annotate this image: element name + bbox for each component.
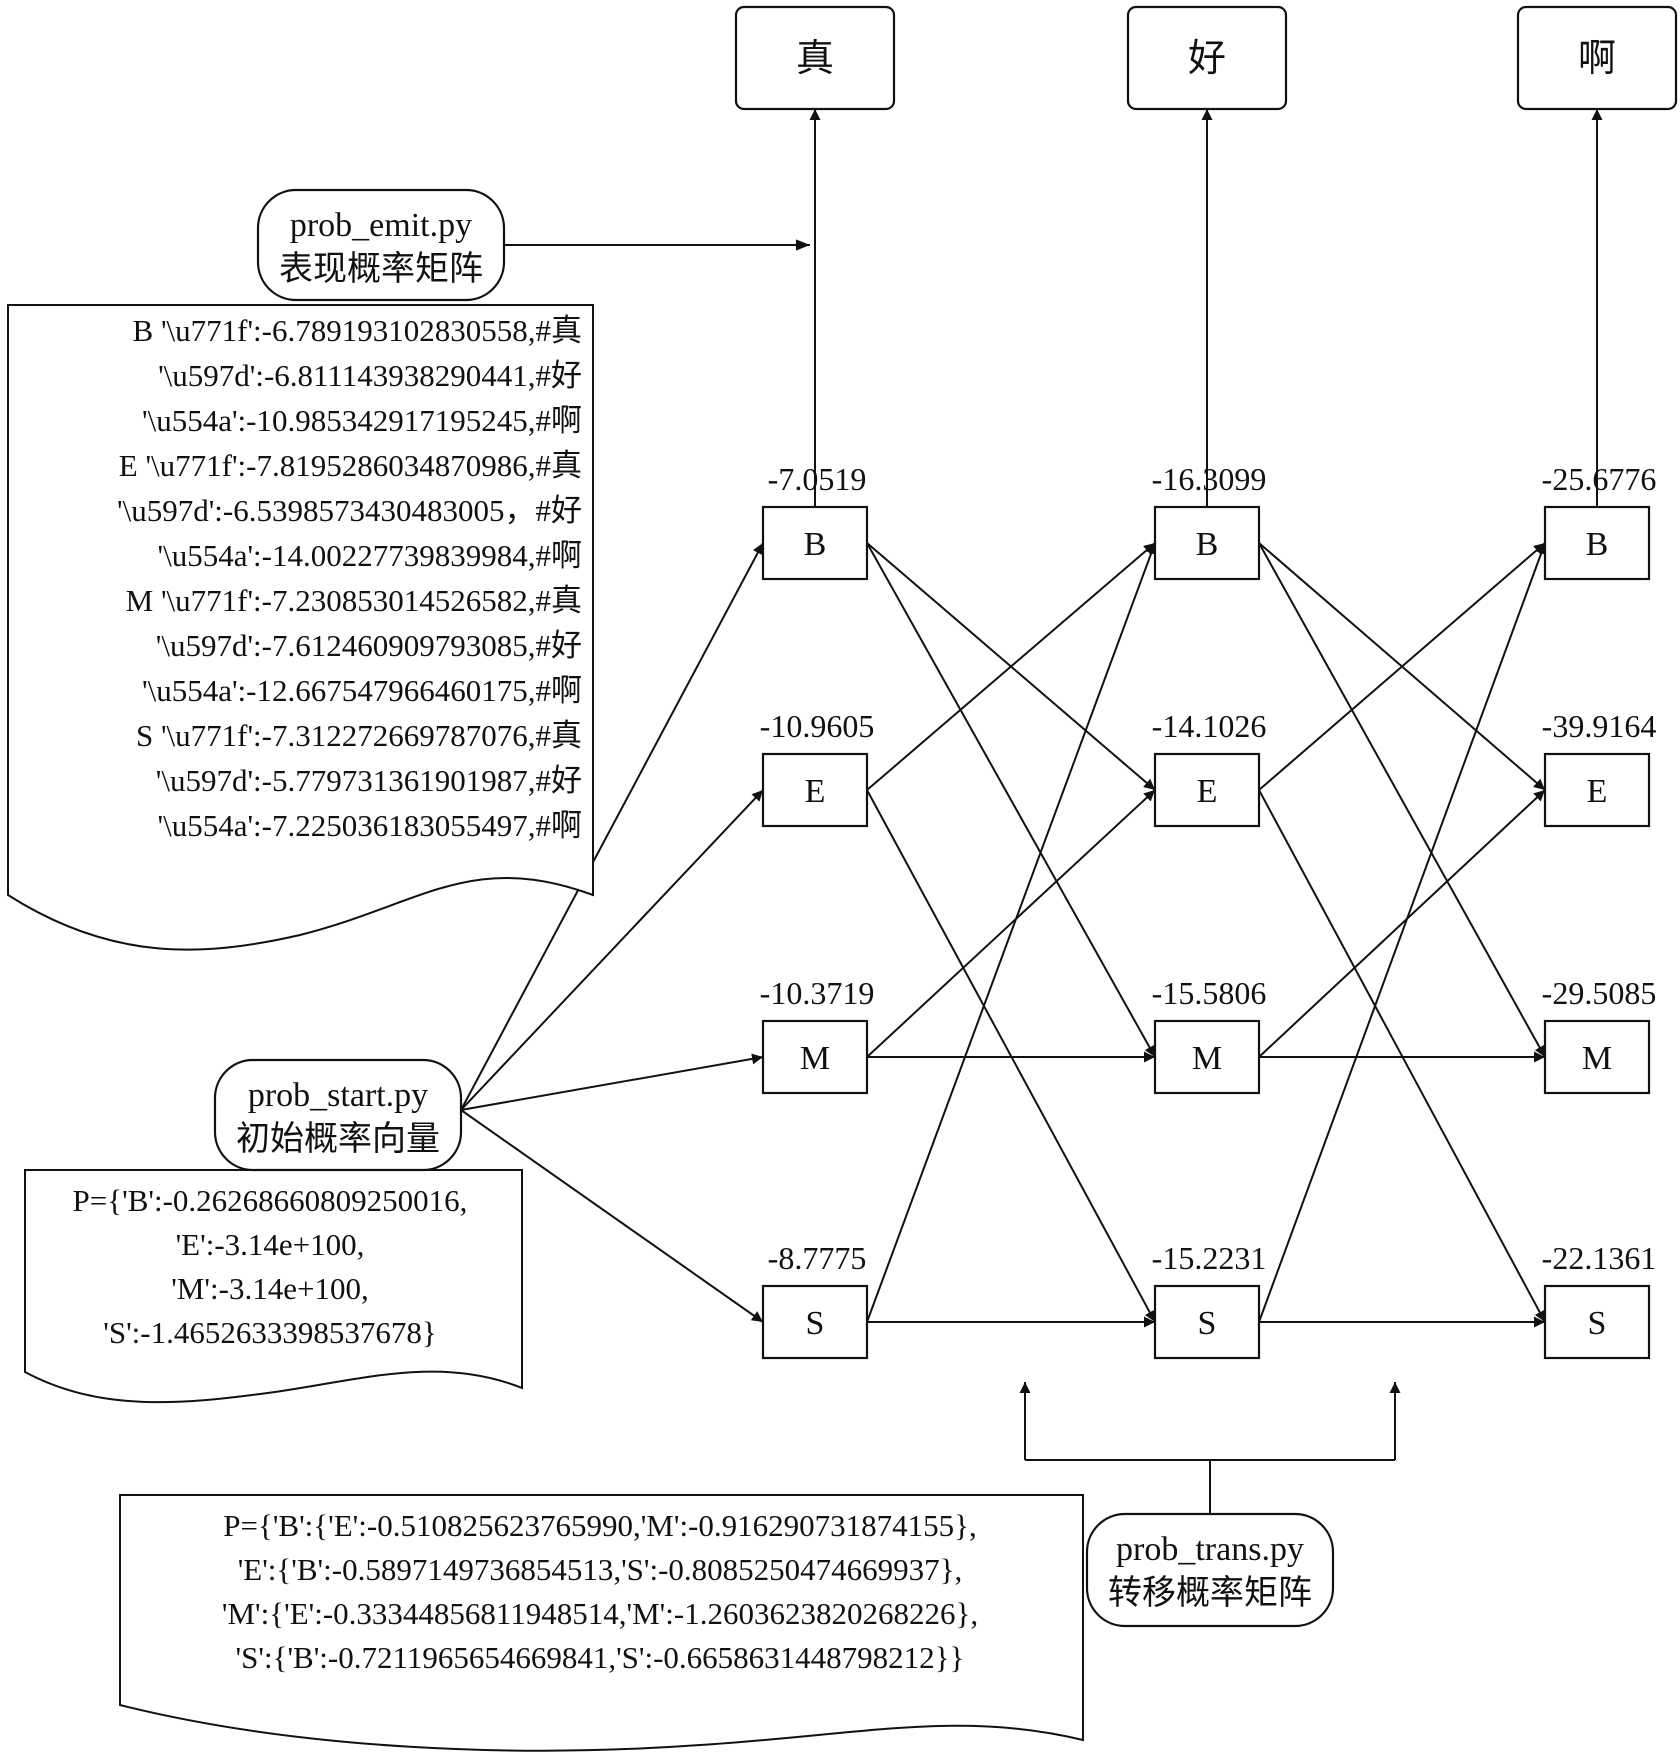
- score-M-2: -29.5085: [1542, 975, 1657, 1011]
- score-S-0: -8.7775: [768, 1240, 867, 1276]
- start-line: P={'B':-0.26268660809250016,: [73, 1183, 468, 1218]
- trans-lines: P={'B':{'E':-0.510825623765990,'M':-0.91…: [222, 1508, 978, 1675]
- score-B-0: -7.0519: [768, 461, 867, 497]
- trans-line: 'S':{'B':-0.7211965654669841,'S':-0.6658…: [236, 1640, 965, 1675]
- trans-document-shape: [119, 1494, 1084, 1752]
- trans-connector: [1025, 1459, 1395, 1514]
- emit-file-name: prob_emit.py: [290, 207, 472, 244]
- start-file-callout: [213, 1058, 463, 1172]
- state-box-S-2: [1543, 1284, 1651, 1360]
- emit-line: '\u554a':-10.985342917195245,#啊: [142, 403, 582, 438]
- emit-file-label: 表现概率矩阵: [279, 250, 483, 288]
- trans-group: P={'B':{'E':-0.510825623765990,'M':-0.91…: [119, 1382, 1401, 1752]
- trans-edge-S-B-1: [1258, 542, 1547, 1323]
- trans-line: P={'B':{'E':-0.510825623765990,'M':-0.91…: [223, 1508, 977, 1543]
- score-M-0: -10.3719: [760, 975, 875, 1011]
- score-S-1: -15.2231: [1152, 1240, 1267, 1276]
- state-box-M-0: [761, 1019, 869, 1095]
- emit-group: B '\u771f':-6.789193102830558,#真 '\u597d'…: [7, 188, 810, 951]
- state-label-M-2: M: [1582, 1040, 1612, 1077]
- score-B-1: -16.3099: [1152, 461, 1267, 497]
- state-box-S-0: [761, 1284, 869, 1360]
- state-box-S-1: [1153, 1284, 1261, 1360]
- start-file-name: prob_start.py: [248, 1077, 428, 1114]
- trans-edge-E-B-0: [866, 542, 1156, 791]
- emit-line: '\u597d':-6.5398573430483005，#好: [117, 493, 582, 528]
- start-lines: P={'B':-0.26268660809250016, 'E':-3.14e+1…: [73, 1183, 468, 1350]
- state-box-B-0: [761, 505, 869, 581]
- start-line: 'M':-3.14e+100,: [171, 1271, 368, 1306]
- state-label-B-1: B: [1196, 526, 1219, 563]
- emit-line: S '\u771f':-7.312272669787076,#真: [136, 718, 582, 753]
- state-label-E-0: E: [805, 773, 826, 810]
- score-M-1: -15.5806: [1152, 975, 1267, 1011]
- trans-file-label: 转移概率矩阵: [1108, 1574, 1312, 1612]
- emit-lines: B '\u771f':-6.789193102830558,#真 '\u597d'…: [117, 313, 582, 843]
- emit-line: '\u554a':-12.667547966460175,#啊: [142, 673, 582, 708]
- state-label-B-2: B: [1586, 526, 1609, 563]
- token-label-2: 啊: [1578, 38, 1616, 80]
- trans-line: 'M':{'E':-0.33344856811948514,'M':-1.260…: [222, 1596, 978, 1631]
- start-file-label: 初始概率向量: [236, 1120, 440, 1158]
- emit-line: '\u554a':-14.00227739839984,#啊: [158, 538, 582, 573]
- state-label-M-1: M: [1192, 1040, 1222, 1077]
- state-box-E-2: [1543, 752, 1651, 828]
- state-box-B-1: [1153, 505, 1261, 581]
- start-edge-M: [460, 1053, 764, 1111]
- start-document-shape: [24, 1169, 523, 1404]
- start-line: 'E':-3.14e+100,: [176, 1227, 365, 1262]
- emit-line: B '\u771f':-6.789193102830558,#真: [133, 313, 582, 348]
- state-box-M-2: [1543, 1019, 1651, 1095]
- emit-line: E '\u771f':-7.8195286034870986,#真: [119, 448, 582, 483]
- emit-line: '\u597d':-5.779731361901987,#好: [156, 763, 582, 798]
- edges-layer: [460, 109, 1603, 1328]
- token-box-2: [1516, 5, 1678, 111]
- state-label-E-2: E: [1587, 773, 1608, 810]
- start-group: P={'B':-0.26268660809250016, 'E':-3.14e+1…: [24, 1058, 523, 1404]
- emit-line: '\u554a':-7.225036183055497,#啊: [158, 808, 582, 843]
- state-label-B-0: B: [804, 526, 827, 563]
- token-box-0: [734, 5, 896, 111]
- state-box-B-2: [1543, 505, 1651, 581]
- score-E-2: -39.9164: [1542, 708, 1657, 744]
- emit-line: '\u597d':-6.811143938290441,#好: [158, 358, 582, 393]
- state-label-E-1: E: [1197, 773, 1218, 810]
- trans-edge-M-E-1: [1258, 789, 1546, 1058]
- tokens-layer: 真好啊: [734, 5, 1678, 111]
- start-edge-E: [460, 789, 764, 1111]
- score-S-2: -22.1361: [1542, 1240, 1657, 1276]
- state-label-S-2: S: [1588, 1305, 1607, 1342]
- score-B-2: -25.6776: [1542, 461, 1657, 497]
- trans-file-name: prob_trans.py: [1116, 1531, 1304, 1568]
- score-E-0: -10.9605: [760, 708, 875, 744]
- trans-edge-S-B-0: [866, 542, 1157, 1323]
- state-label-S-0: S: [806, 1305, 825, 1342]
- trans-edge-B-M-1: [1258, 542, 1546, 1058]
- score-E-1: -14.1026: [1152, 708, 1267, 744]
- state-label-M-0: M: [800, 1040, 830, 1077]
- emit-document-shape: [7, 304, 594, 951]
- token-label-0: 真: [796, 38, 834, 80]
- trans-edge-M-E-0: [866, 789, 1156, 1058]
- emit-line: M '\u771f':-7.230853014526582,#真: [126, 583, 582, 618]
- state-box-M-1: [1153, 1019, 1261, 1095]
- start-edge-B: [460, 542, 764, 1111]
- state-box-E-1: [1153, 752, 1261, 828]
- start-line: 'S':-1.4652633398537678}: [103, 1315, 436, 1350]
- emit-line: '\u597d':-7.612460909793085,#好: [156, 628, 582, 663]
- trans-edge-E-B-1: [1258, 542, 1546, 791]
- token-box-1: [1126, 5, 1288, 111]
- trans-line: 'E':{'B':-0.5897149736854513,'S':-0.8085…: [238, 1552, 963, 1587]
- state-label-S-1: S: [1198, 1305, 1217, 1342]
- token-label-1: 好: [1188, 38, 1226, 80]
- start-edge-S: [460, 1109, 764, 1323]
- state-box-E-0: [761, 752, 869, 828]
- trans-edge-B-M-0: [866, 542, 1156, 1058]
